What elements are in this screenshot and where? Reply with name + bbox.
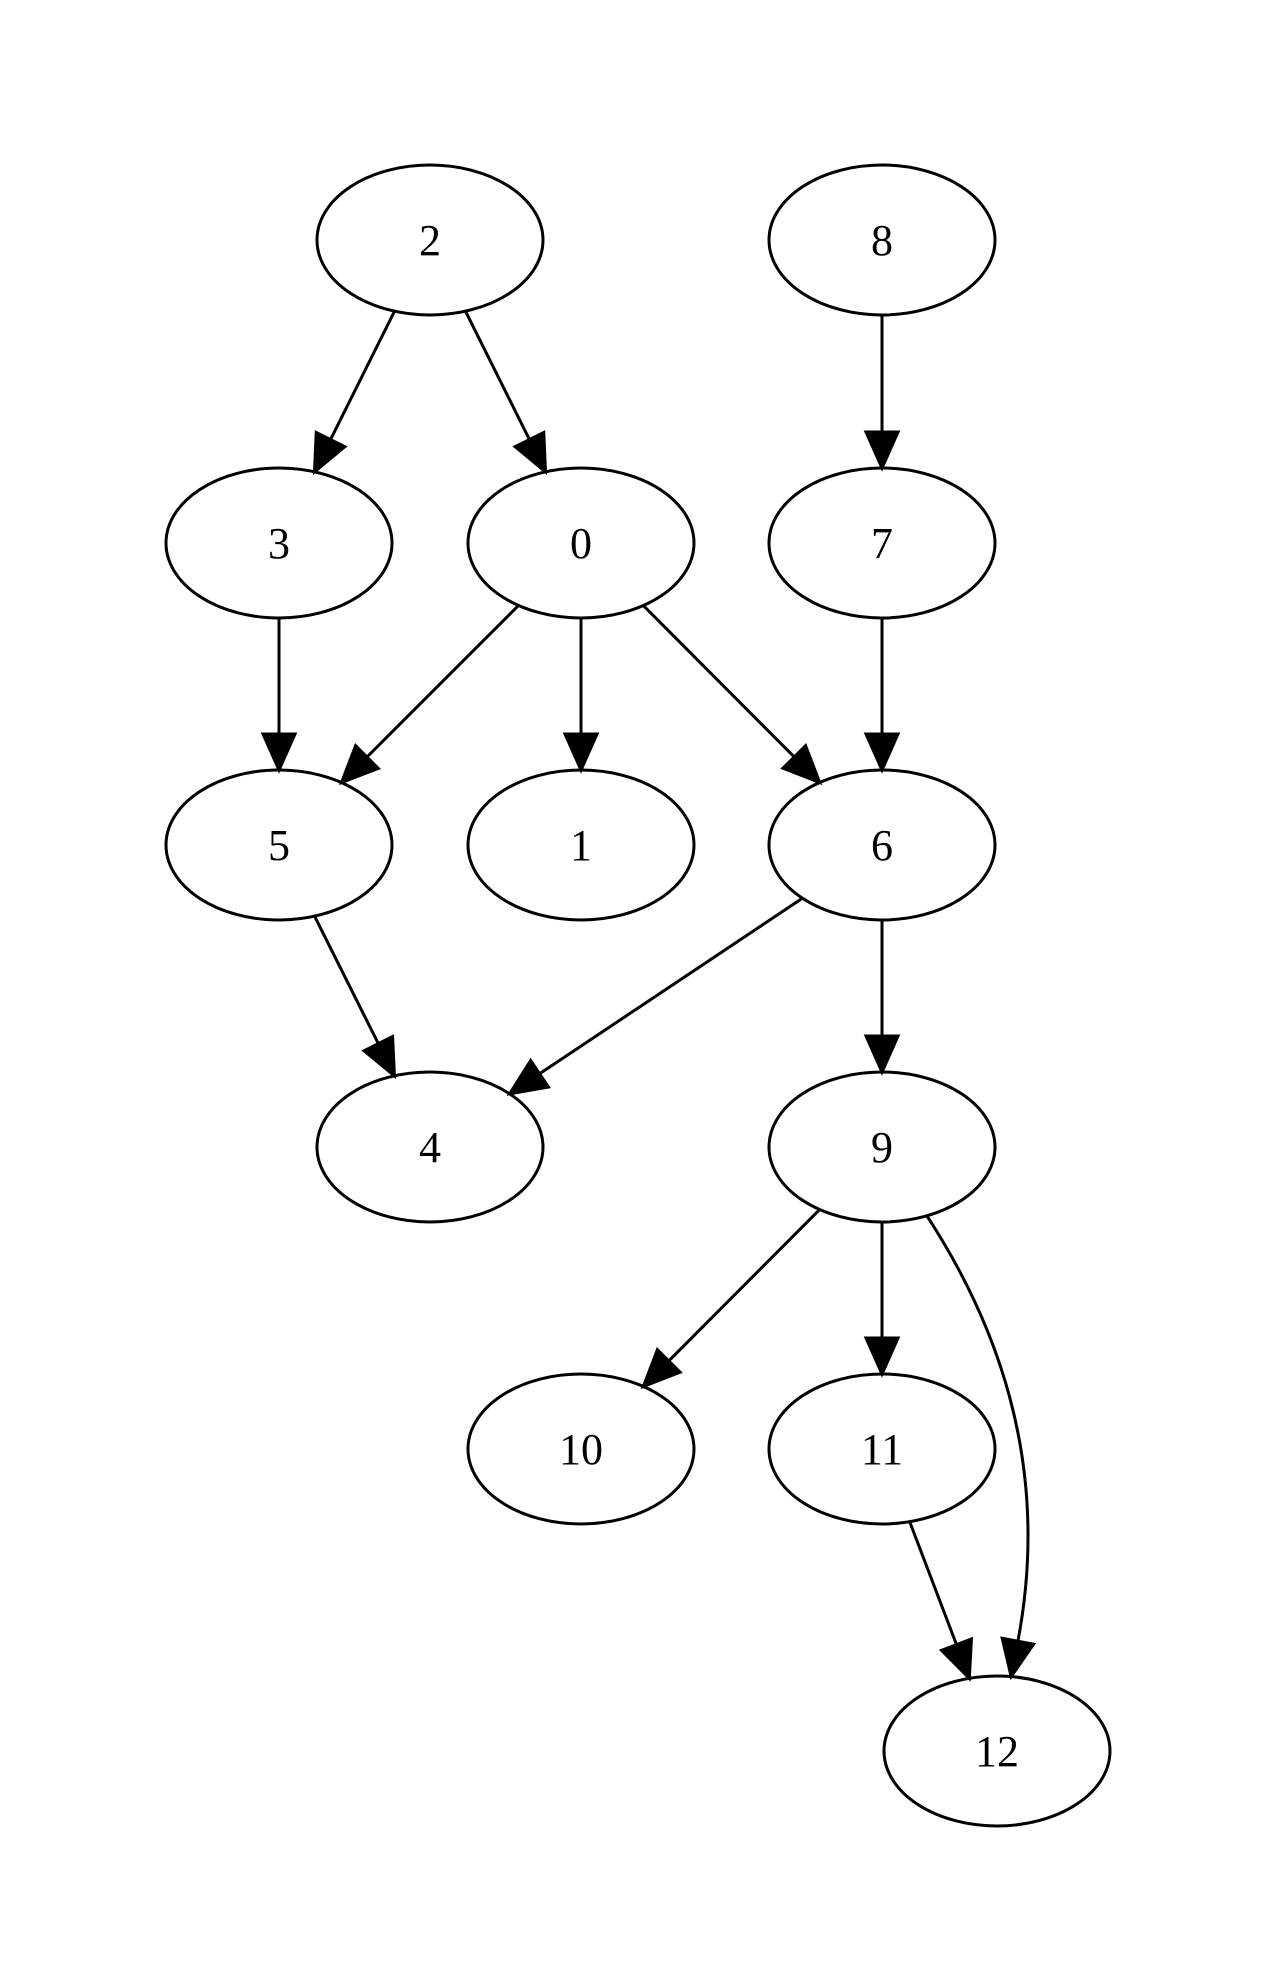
node-label: 9 xyxy=(871,1123,893,1172)
node-ellipse xyxy=(882,1674,1112,1828)
arrowhead xyxy=(780,742,823,786)
node-ellipse xyxy=(164,466,394,620)
node-ellipse xyxy=(767,1372,997,1526)
arrowhead xyxy=(512,430,548,476)
node-9: 9 xyxy=(767,1070,997,1224)
edge-line xyxy=(538,896,804,1076)
arrowhead xyxy=(863,430,901,472)
edges-layer xyxy=(260,310,1037,1682)
node-5: 5 xyxy=(164,768,394,922)
arrowhead xyxy=(562,732,600,774)
node-label: 3 xyxy=(268,519,290,568)
node-label: 11 xyxy=(861,1425,903,1474)
edge-line xyxy=(925,1215,1030,1642)
node-6: 6 xyxy=(767,768,997,922)
arrowhead xyxy=(338,743,381,786)
edge-9-to-12 xyxy=(925,1215,1037,1681)
node-label: 0 xyxy=(570,519,592,568)
edge-5-to-4 xyxy=(313,915,397,1080)
edge-line xyxy=(365,604,520,759)
edge-6-to-9 xyxy=(863,920,901,1076)
arrowhead xyxy=(938,1636,974,1682)
edge-7-to-6 xyxy=(863,618,901,774)
node-ellipse xyxy=(767,768,997,922)
node-ellipse xyxy=(767,466,997,620)
arrowhead xyxy=(863,732,901,774)
node-2: 2 xyxy=(315,163,545,317)
node-ellipse xyxy=(164,768,394,922)
node-ellipse xyxy=(466,466,696,620)
node-ellipse xyxy=(315,1070,545,1224)
node-ellipse xyxy=(767,163,997,317)
node-label: 1 xyxy=(570,821,592,870)
node-label: 12 xyxy=(975,1727,1019,1776)
arrowhead xyxy=(863,1336,901,1378)
arrowhead xyxy=(361,1034,397,1080)
edge-line xyxy=(464,310,531,441)
node-ellipse xyxy=(767,1070,997,1224)
node-10: 10 xyxy=(466,1372,696,1526)
node-ellipse xyxy=(315,163,545,317)
arrowhead xyxy=(1000,1636,1037,1681)
node-11: 11 xyxy=(767,1372,997,1526)
node-label: 10 xyxy=(559,1425,603,1474)
node-1: 1 xyxy=(466,768,696,922)
node-7: 7 xyxy=(767,466,997,620)
edge-6-to-4 xyxy=(506,896,804,1096)
node-ellipse xyxy=(466,768,696,922)
node-label: 8 xyxy=(871,216,893,265)
node-12: 12 xyxy=(882,1674,1112,1828)
edge-9-to-11 xyxy=(863,1222,901,1378)
arrowhead xyxy=(312,430,348,476)
edge-8-to-7 xyxy=(863,315,901,472)
edge-0-to-1 xyxy=(562,618,600,774)
node-8: 8 xyxy=(767,163,997,317)
arrowhead xyxy=(506,1057,551,1096)
node-label: 6 xyxy=(871,821,893,870)
arrowhead xyxy=(863,1034,901,1076)
edge-3-to-5 xyxy=(260,618,298,774)
arrowhead xyxy=(260,732,298,774)
arrowhead xyxy=(640,1346,683,1390)
edge-0-to-6 xyxy=(642,604,823,786)
edge-0-to-5 xyxy=(338,604,520,786)
node-label: 5 xyxy=(268,821,290,870)
edge-2-to-0 xyxy=(464,310,548,476)
node-4: 4 xyxy=(315,1070,545,1224)
node-0: 0 xyxy=(466,466,696,620)
edge-line xyxy=(908,1521,958,1646)
edge-9-to-10 xyxy=(640,1208,821,1390)
node-label: 7 xyxy=(871,519,893,568)
edge-line xyxy=(329,310,396,441)
edge-line xyxy=(313,915,380,1045)
node-label: 2 xyxy=(419,216,441,265)
edge-line xyxy=(667,1208,821,1363)
edge-11-to-12 xyxy=(908,1521,974,1682)
node-3: 3 xyxy=(164,466,394,620)
nodes-layer: 2 8 3 0 7 5 1 6 4 9 10 11 12 xyxy=(164,163,1112,1828)
edge-2-to-3 xyxy=(312,310,396,476)
node-label: 4 xyxy=(419,1123,441,1172)
node-ellipse xyxy=(466,1372,696,1526)
edge-line xyxy=(642,604,796,759)
